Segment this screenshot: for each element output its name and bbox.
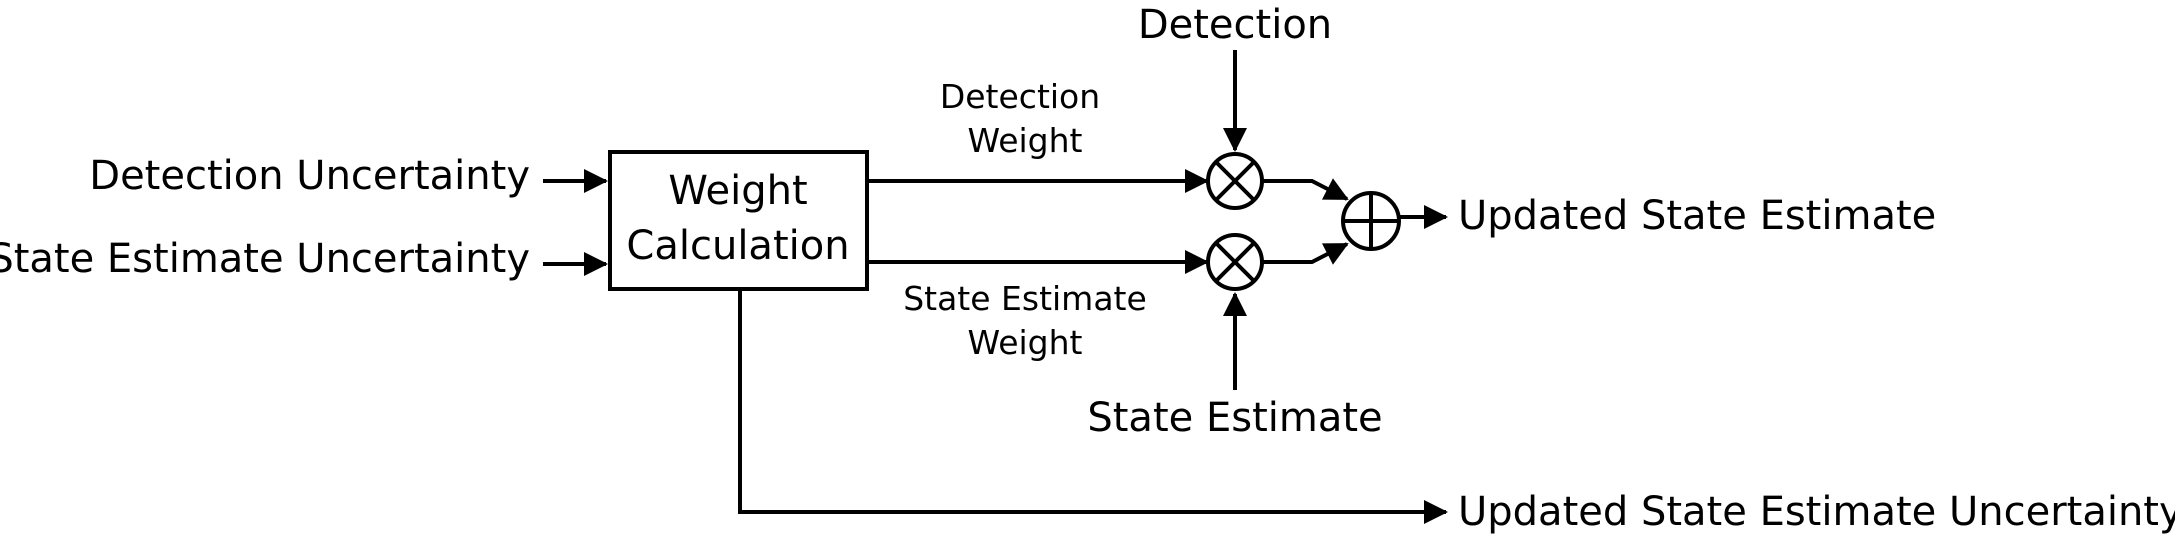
detection-label: Detection bbox=[1138, 2, 1332, 48]
detection-uncertainty-label: Detection Uncertainty bbox=[89, 153, 530, 199]
sum-node bbox=[1341, 191, 1401, 251]
state-estimate-weight-label-line2: Weight bbox=[968, 323, 1083, 362]
detection-product-arrow bbox=[1262, 178, 1349, 201]
weight-calculation-label-line1: Weight bbox=[668, 168, 807, 214]
updated-state-estimate-uncertainty-label: Updated State Estimate Uncertainty bbox=[1458, 489, 2175, 535]
state-product-arrow bbox=[1262, 242, 1349, 265]
weight-calculation-block bbox=[608, 150, 869, 291]
state-estimate-label: State Estimate bbox=[1087, 395, 1382, 441]
detection-weight-label-line2: Weight bbox=[968, 121, 1083, 160]
multiply-node-state-estimate bbox=[1206, 233, 1264, 291]
state-estimate-uncertainty-label: State Estimate Uncertainty bbox=[0, 236, 530, 282]
state-estimate-weight-label-line1: State Estimate bbox=[903, 279, 1147, 318]
weight-calculation-label-line2: Calculation bbox=[626, 223, 849, 269]
updated-state-estimate-label: Updated State Estimate bbox=[1458, 193, 1936, 239]
detection-weight-label-line1: Detection bbox=[940, 77, 1100, 116]
multiply-node-detection bbox=[1206, 152, 1264, 210]
updated-state-estimate-uncertainty-arrow bbox=[738, 289, 1448, 524]
